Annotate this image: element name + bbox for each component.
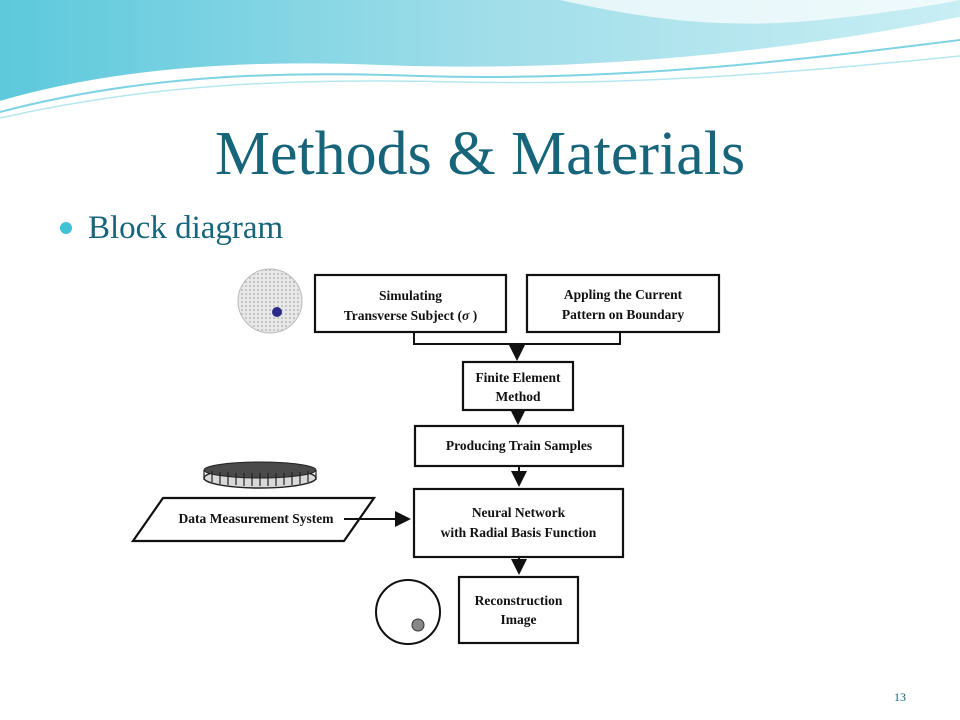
simulated-subject-icon bbox=[237, 268, 303, 334]
node-simulating-line2b: ) bbox=[469, 308, 477, 323]
slide-title: Methods & Materials bbox=[214, 120, 746, 188]
node-simulating-line1: Simulating bbox=[379, 288, 442, 303]
node-fem-line1: Finite Element bbox=[475, 370, 561, 385]
node-applying-line1: Appling the Current bbox=[564, 287, 683, 302]
node-producing-train-samples: Producing Train Samples bbox=[413, 424, 625, 468]
node-neural-network: Neural Network with Radial Basis Functio… bbox=[412, 487, 625, 559]
node-finite-element-method: Finite Element Method bbox=[461, 360, 575, 412]
connector-top-merge bbox=[413, 332, 621, 345]
node-dms-line1: Data Measurement System bbox=[179, 511, 335, 526]
node-nn-line1: Neural Network bbox=[472, 505, 566, 520]
electrode-ring-icon bbox=[203, 461, 317, 489]
bullet-text: Block diagram bbox=[88, 210, 284, 246]
node-applying-current: Appling the Current Pattern on Boundary bbox=[525, 273, 721, 334]
page-number: 13 bbox=[894, 690, 906, 704]
node-reconstruction-image: Reconstruction Image bbox=[457, 575, 580, 645]
node-simulating: Simulating Transverse Subject (σ ) bbox=[313, 273, 508, 334]
node-train-line1: Producing Train Samples bbox=[446, 438, 592, 453]
node-fem-line2: Method bbox=[496, 389, 541, 404]
node-recon-line1: Reconstruction bbox=[475, 593, 563, 608]
node-data-measurement-system: Data Measurement System bbox=[130, 496, 377, 543]
node-applying-line2: Pattern on Boundary bbox=[562, 307, 685, 322]
node-nn-line2: with Radial Basis Function bbox=[441, 525, 597, 540]
node-recon-line2: Image bbox=[501, 612, 537, 627]
sigma-symbol: σ bbox=[462, 308, 470, 323]
node-simulating-line2a: Transverse Subject ( bbox=[344, 308, 463, 323]
header-wave-banner bbox=[0, 0, 960, 119]
node-simulating-line2: Transverse Subject (σ ) bbox=[344, 308, 477, 323]
bullet-dot bbox=[60, 222, 72, 234]
reconstructed-image-icon bbox=[375, 579, 441, 645]
